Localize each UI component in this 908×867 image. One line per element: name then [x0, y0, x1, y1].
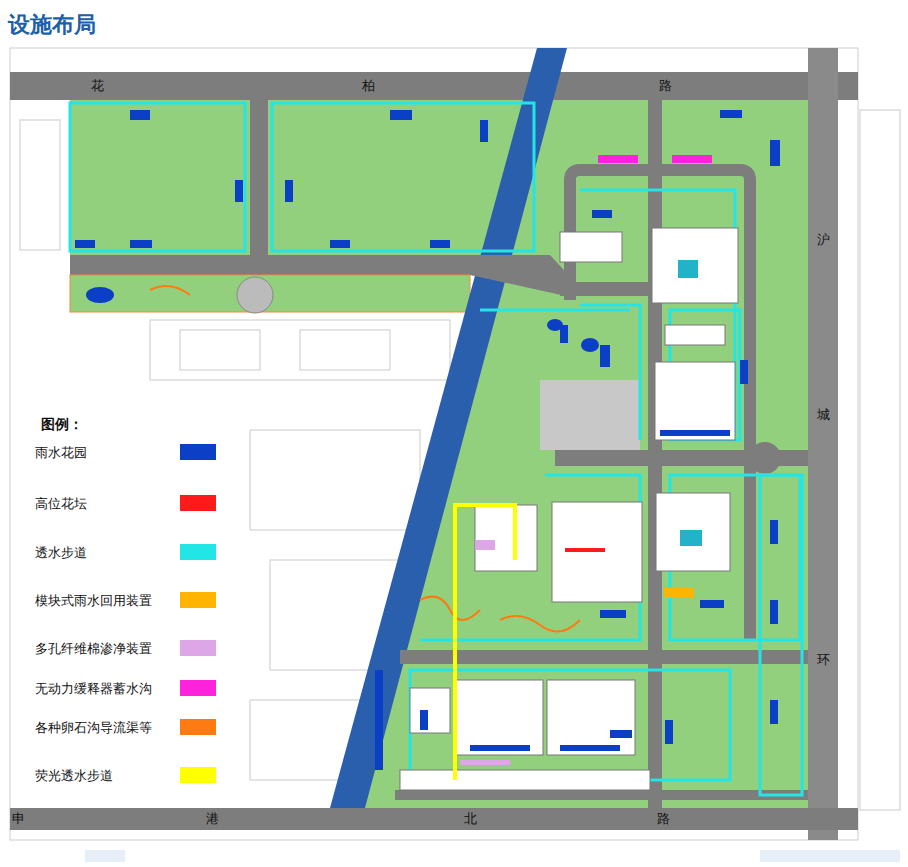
legend-heading: 图例：	[41, 416, 83, 434]
legend-item: 模块式雨水回用装置	[35, 590, 225, 610]
road-name: 城	[817, 406, 830, 424]
legend-swatch	[180, 444, 216, 460]
legend-item: 无动力缓释器蓄水沟	[35, 678, 225, 698]
legend-swatch	[180, 640, 216, 656]
road-name: 北	[464, 810, 477, 828]
legend-text: 无动力缓释器蓄水沟	[35, 681, 152, 696]
road-name: 柏	[362, 77, 375, 95]
legend-text: 高位花坛	[35, 496, 87, 511]
legend-item: 多孔纤维棉渗净装置	[35, 638, 225, 658]
road-name: 环	[817, 651, 830, 669]
legend-item: 荧光透水步道	[35, 765, 225, 785]
legend-swatch	[180, 495, 216, 511]
legend-text: 多孔纤维棉渗净装置	[35, 641, 152, 656]
legend-swatch	[180, 719, 216, 735]
legend-swatch	[180, 592, 216, 608]
legend-text: 荧光透水步道	[35, 768, 113, 783]
map-title: 设施布局	[8, 10, 96, 40]
road-name: 沪	[817, 231, 830, 249]
road-name: 花	[91, 77, 104, 95]
legend-text: 雨水花园	[35, 445, 87, 460]
road-name: 申	[12, 810, 25, 828]
legend-swatch	[180, 544, 216, 560]
road-name: 路	[657, 810, 670, 828]
road-name: 港	[206, 810, 219, 828]
legend-text: 透水步道	[35, 545, 87, 560]
legend-item: 各种卵石沟导流渠等	[35, 717, 225, 737]
road-name: 路	[659, 77, 672, 95]
legend-swatch	[180, 767, 216, 783]
legend-swatch	[180, 680, 216, 696]
legend-item: 雨水花园	[35, 442, 225, 462]
legend-item: 高位花坛	[35, 493, 225, 513]
legend-item: 透水步道	[35, 542, 225, 562]
legend-text: 模块式雨水回用装置	[35, 593, 152, 608]
legend-panel: 雨水花园高位花坛透水步道模块式雨水回用装置多孔纤维棉渗净装置无动力缓释器蓄水沟各…	[25, 410, 230, 800]
legend-text: 各种卵石沟导流渠等	[35, 720, 152, 735]
